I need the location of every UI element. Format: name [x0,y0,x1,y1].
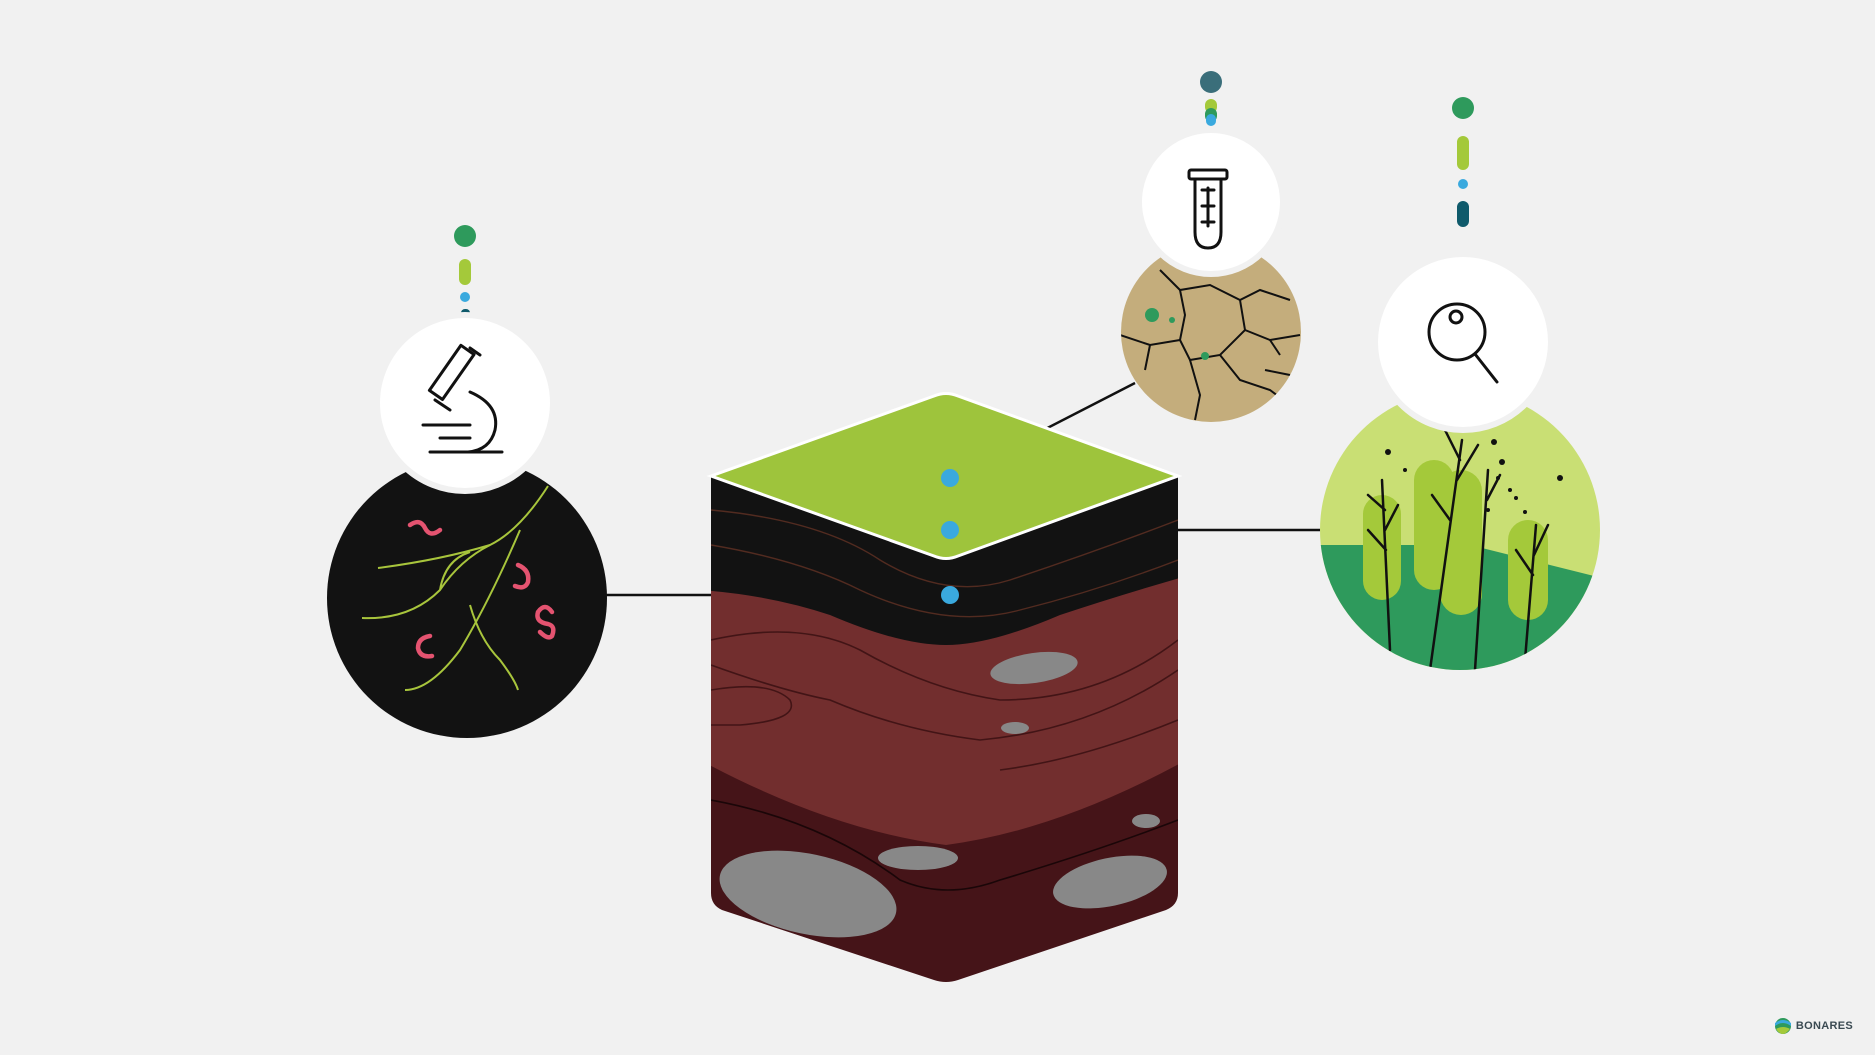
test-tube-icon [1187,168,1229,250]
node-soil-observation [1320,97,1600,670]
microscope-icon [421,343,504,454]
marker-topsoil [941,469,959,487]
node-soil-biology [327,225,607,738]
dot-trail-mid [1200,71,1222,126]
marker-black-layer [941,586,959,604]
icon-circle-left [374,312,556,494]
soil-particles [1145,308,1209,360]
bonares-logo-icon [1774,1018,1791,1034]
layer-markers [941,469,959,604]
node-soil-chemistry [1121,71,1301,422]
stones [719,651,1167,938]
icon-circle-right [1372,251,1554,433]
icon-circle-mid [1136,127,1286,277]
brand-mark: BONARES [1774,1017,1853,1035]
cracked-soil-circle [1121,242,1301,422]
dot-trail-left [454,225,476,319]
roots-and-worms-circle [327,458,607,738]
magnifier-icon [1427,302,1499,384]
roots-and-worms [361,485,556,691]
brand-label: BONARES [1795,1020,1853,1032]
dot-trail-right [1452,97,1474,227]
marker-surface [941,521,959,539]
